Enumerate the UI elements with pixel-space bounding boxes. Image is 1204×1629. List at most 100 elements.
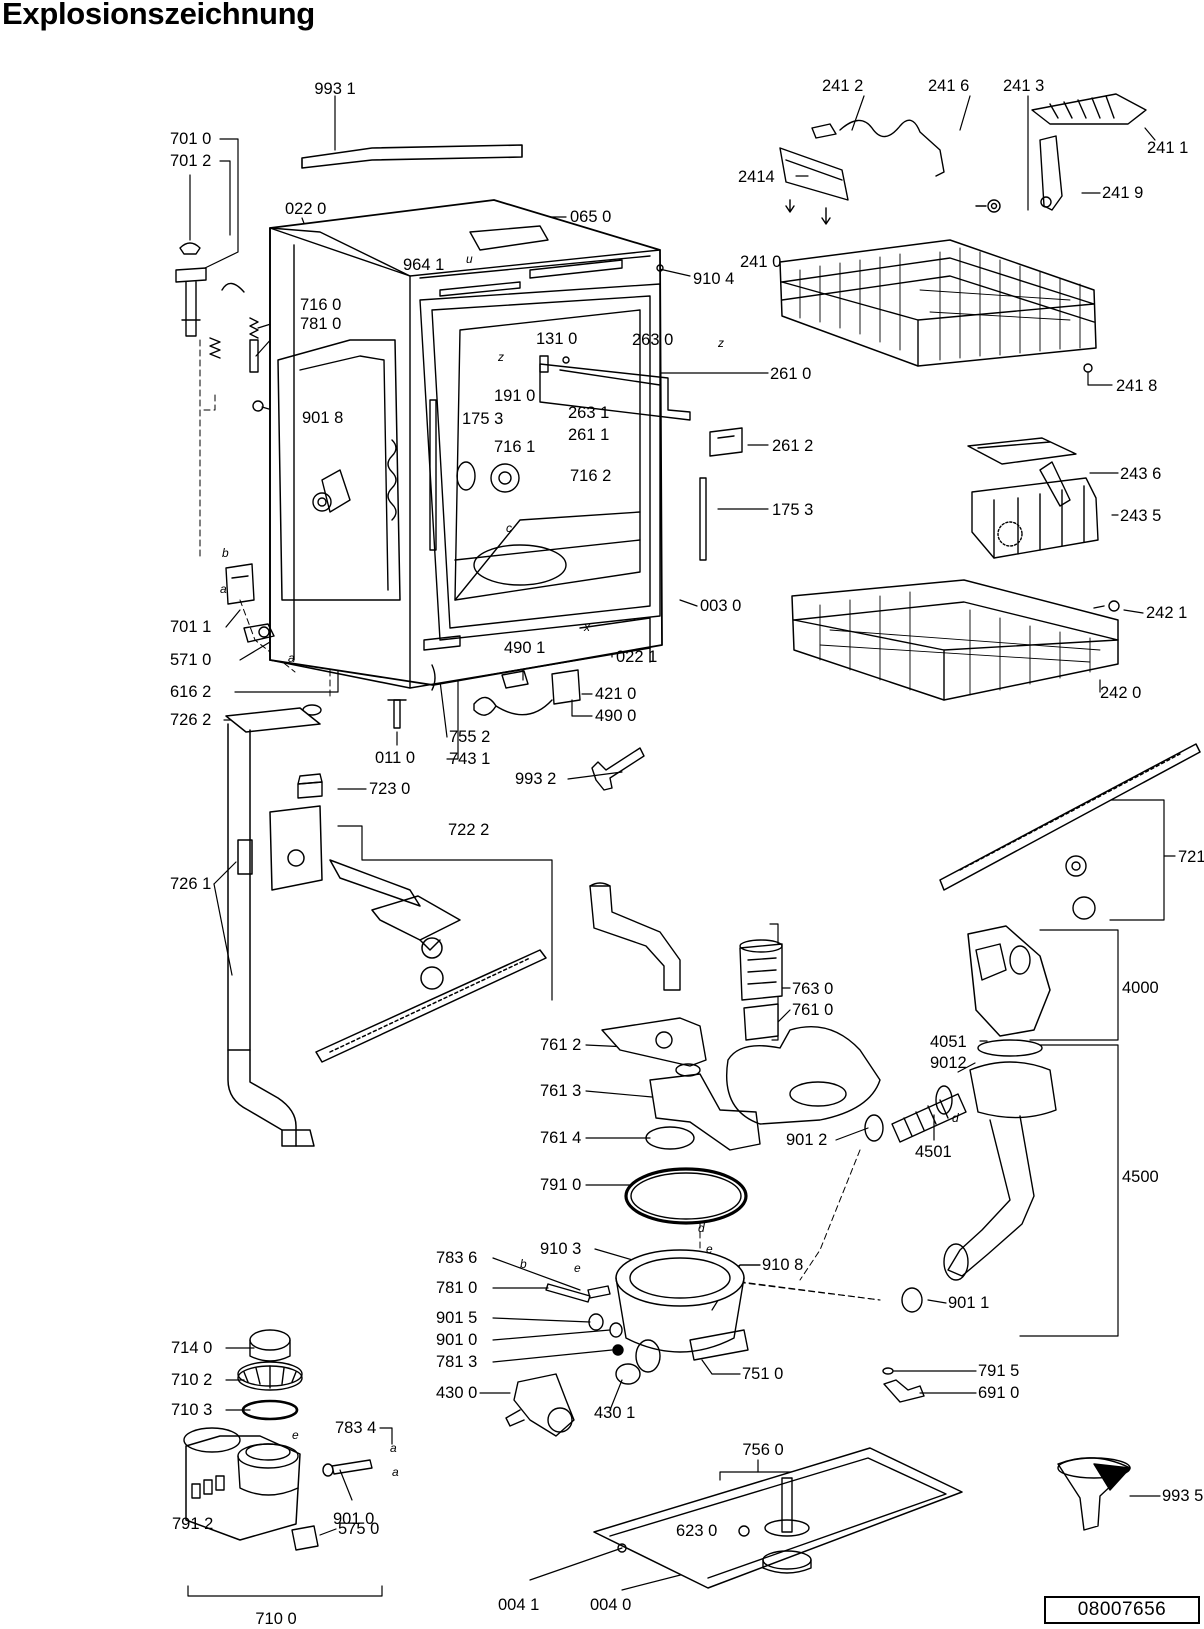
part-label: 241 8 xyxy=(1116,377,1157,395)
part-label: 131 0 xyxy=(536,330,577,348)
part-label: 241 9 xyxy=(1102,184,1143,202)
part-label: 242 1 xyxy=(1146,604,1187,622)
part-label: 910 8 xyxy=(762,1256,803,1274)
center-filter-parts xyxy=(505,882,881,1437)
left-hose-parts xyxy=(175,242,275,643)
part-label: 263 0 xyxy=(632,331,673,349)
letter-marker: x xyxy=(583,620,591,634)
part-label: 781 0 xyxy=(436,1279,477,1297)
letter-marker: u xyxy=(466,252,473,266)
part-label: 571 0 xyxy=(170,651,211,669)
cabinet-assembly xyxy=(269,144,743,689)
part-label: 761 4 xyxy=(540,1129,581,1147)
part-label: 065 0 xyxy=(570,208,611,226)
part-label: 783 4 xyxy=(335,1419,376,1437)
right-pump-parts xyxy=(864,743,1201,1403)
part-label: 701 2 xyxy=(170,152,211,170)
part-label: 763 0 xyxy=(792,980,833,998)
letter-marker: z xyxy=(497,350,504,364)
part-label: 004 1 xyxy=(498,1596,539,1614)
part-label: 261 0 xyxy=(770,365,811,383)
part-label: 721 1 xyxy=(1178,848,1204,866)
part-label: 726 2 xyxy=(170,711,211,729)
part-label: 761 0 xyxy=(792,1001,833,1019)
part-label: 993 1 xyxy=(314,80,355,98)
part-label: 716 1 xyxy=(494,438,535,456)
part-label: 4000 xyxy=(1122,979,1159,997)
part-labels: 993 1 701 0 701 2 022 0 065 0 964 1 910 … xyxy=(170,77,1204,1628)
part-label: 575 0 xyxy=(338,1520,379,1538)
letter-marker: e xyxy=(292,1428,299,1442)
letter-marker: a xyxy=(288,651,295,665)
part-label: 701 1 xyxy=(170,618,211,636)
part-label: 716 0 xyxy=(300,296,341,314)
part-label: 022 1 xyxy=(616,648,657,666)
salt-container-assembly xyxy=(183,1329,373,1551)
part-label: 261 1 xyxy=(568,426,609,444)
part-label: 701 0 xyxy=(170,130,211,148)
letter-marker: z xyxy=(717,336,724,350)
part-label: 726 1 xyxy=(170,875,211,893)
part-label: 616 2 xyxy=(170,683,211,701)
base-plate xyxy=(593,1447,1131,1589)
part-label: 901 8 xyxy=(302,409,343,427)
upper-basket-parts xyxy=(779,93,1147,701)
part-label: 755 2 xyxy=(449,728,490,746)
part-label: 791 5 xyxy=(978,1362,1019,1380)
part-label: 263 1 xyxy=(568,404,609,422)
letter-marker: d xyxy=(952,1111,959,1125)
part-label: 901 2 xyxy=(786,1131,827,1149)
part-label: 993 5 xyxy=(1162,1487,1203,1505)
part-label: 901 5 xyxy=(436,1309,477,1327)
letter-marker: b xyxy=(222,546,229,560)
part-label: 003 0 xyxy=(700,597,741,615)
letter-marker: a xyxy=(220,582,227,596)
part-label: 022 0 xyxy=(285,200,326,218)
part-label: 241 0 xyxy=(740,253,781,271)
part-label: 241 6 xyxy=(928,77,969,95)
part-label: 781 3 xyxy=(436,1353,477,1371)
part-label: 910 4 xyxy=(693,270,734,288)
part-label: 901 1 xyxy=(948,1294,989,1312)
part-label: 751 0 xyxy=(742,1365,783,1383)
part-label: 241 1 xyxy=(1147,139,1188,157)
part-label: 2414 xyxy=(738,168,775,186)
letter-marker: a xyxy=(390,1441,397,1455)
part-label: 791 2 xyxy=(172,1515,213,1533)
page-title: Explosionszeichnung xyxy=(2,0,315,31)
part-label: 710 0 xyxy=(255,1610,296,1628)
part-label: 783 6 xyxy=(436,1249,477,1267)
part-label: 716 2 xyxy=(570,467,611,485)
letter-marker: d xyxy=(698,1221,705,1235)
part-label: 430 1 xyxy=(594,1404,635,1422)
part-label: 710 3 xyxy=(171,1401,212,1419)
letter-marker: a xyxy=(392,1465,399,1479)
part-label: 490 0 xyxy=(595,707,636,725)
part-label: 4501 xyxy=(915,1143,952,1161)
part-label: 261 2 xyxy=(772,437,813,455)
part-label: 4051 xyxy=(930,1033,967,1051)
part-label: 901 0 xyxy=(333,1510,374,1528)
part-label: 756 0 xyxy=(742,1441,783,1459)
part-label: 761 2 xyxy=(540,1036,581,1054)
part-label: 430 0 xyxy=(436,1384,477,1402)
part-label: 421 0 xyxy=(595,685,636,703)
part-label: 243 5 xyxy=(1120,507,1161,525)
part-label: 993 2 xyxy=(515,770,556,788)
letter-marker: c xyxy=(506,521,512,535)
part-label: 910 3 xyxy=(540,1240,581,1258)
spray-tube-assembly xyxy=(225,707,547,1147)
part-label: 175 3 xyxy=(772,501,813,519)
part-label: 242 0 xyxy=(1100,684,1141,702)
part-label: 791 0 xyxy=(540,1176,581,1194)
letter-marker: e xyxy=(706,1242,713,1256)
part-label: 964 1 xyxy=(403,256,444,274)
part-label: 761 3 xyxy=(540,1082,581,1100)
letter-marker: b xyxy=(520,1257,527,1271)
part-label: 781 0 xyxy=(300,315,341,333)
part-label: 743 1 xyxy=(449,750,490,768)
part-label: 175 3 xyxy=(462,410,503,428)
part-label: 710 2 xyxy=(171,1371,212,1389)
part-label: 241 3 xyxy=(1003,77,1044,95)
part-label: 004 0 xyxy=(590,1596,631,1614)
